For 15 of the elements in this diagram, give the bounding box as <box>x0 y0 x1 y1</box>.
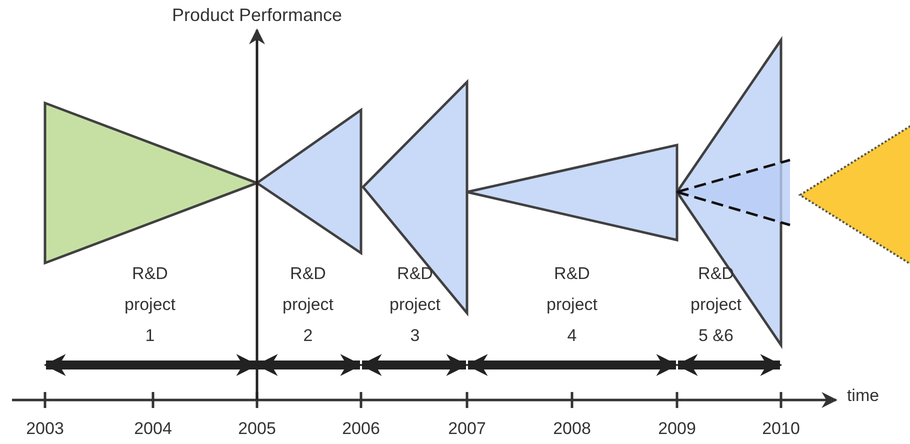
project-label: R&D project 5 &6 <box>689 263 743 347</box>
year-label: 2003 <box>25 418 65 440</box>
year-label: 2004 <box>133 418 173 440</box>
axis-title: Product Performance <box>170 4 344 27</box>
year-label: 2008 <box>552 418 592 440</box>
year-label: 2010 <box>761 418 801 440</box>
project-label: R&D project 3 <box>388 263 442 347</box>
year-label: 2007 <box>447 418 487 440</box>
year-label: 2009 <box>657 418 697 440</box>
year-label: 2006 <box>341 418 381 440</box>
project-label: R&D project 2 <box>281 263 335 347</box>
project-label: R&D project 4 <box>545 263 599 347</box>
axis-label: time <box>846 385 880 407</box>
project-label: R&D project 1 <box>123 263 177 347</box>
year-label: 2005 <box>237 418 277 440</box>
